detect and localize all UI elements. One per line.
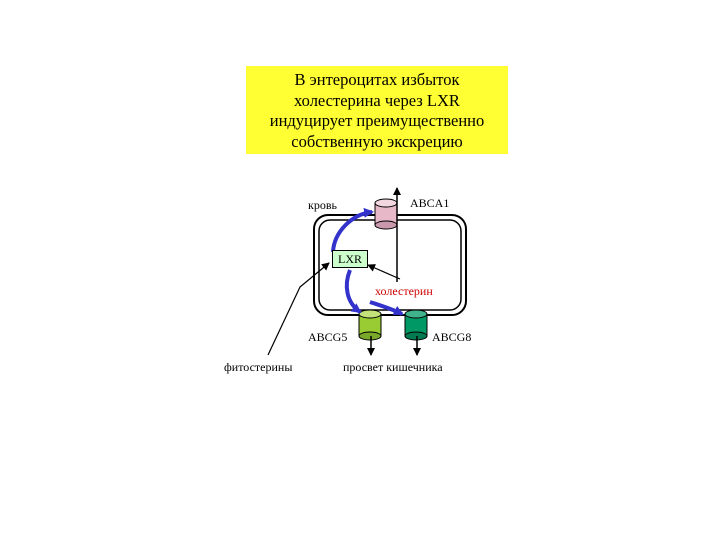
cholesterol-to-lxr-arrow [367,264,401,280]
title-line-1: В энтероцитах избыток [294,70,460,89]
lxr-to-abcg5-arc [344,269,362,314]
abca1-transporter-icon [374,198,398,230]
lxr-box: LXR [332,250,368,268]
title-line-2: холестерина через LXR [294,90,460,110]
abcg8-transporter-icon [404,309,428,341]
lumen-label: просвет кишечника [343,360,443,374]
title-box: В энтероцитах избыток холестерина через … [246,66,508,154]
title-line-4: собственную экскрецию [291,131,463,151]
abcg5-label: ABCG5 [308,330,348,344]
lxr-to-abcg8-arc [369,300,404,316]
blood-label: кровь [308,198,337,212]
abcg5-transporter-icon [358,309,382,341]
cholesterol-label: холестерин [375,284,433,298]
lxr-to-abca1-arc [331,207,374,253]
abcg8-label: ABCG8 [432,330,472,344]
abca1-label: ABCA1 [410,196,450,210]
phytosterols-label: фитостерины [224,360,293,374]
phytosterols-entry-arrow [267,262,330,356]
title-line-3: индуцирует преимущественно [269,111,485,130]
